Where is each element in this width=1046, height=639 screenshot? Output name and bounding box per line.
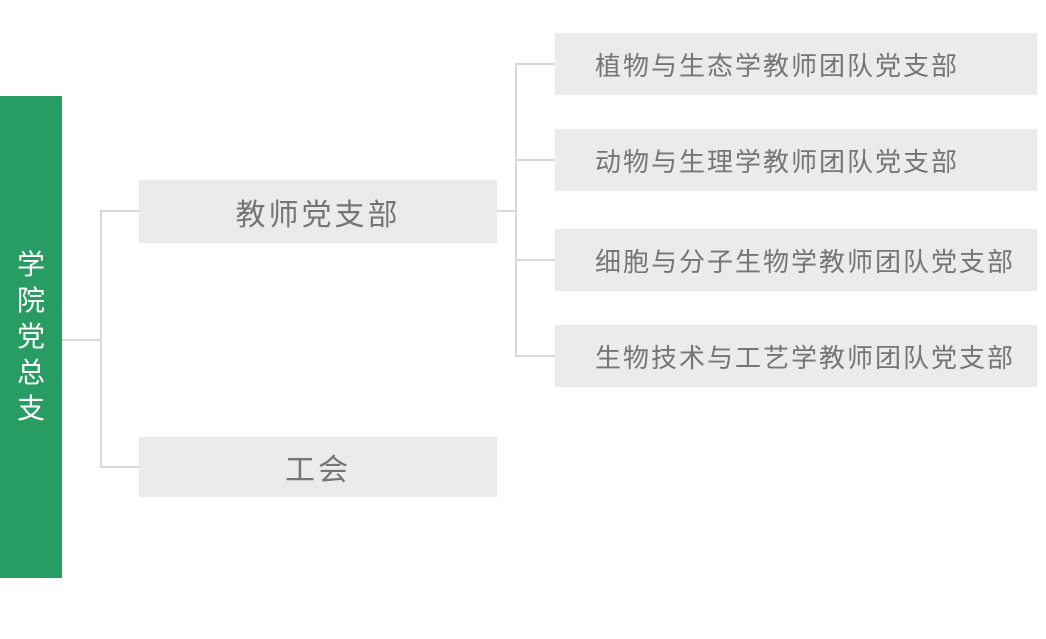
connector-level1-trunk <box>100 210 102 468</box>
org-node-union-label: 工会 <box>285 454 351 487</box>
org-node-root-label: 学院党总支 <box>17 249 46 424</box>
org-node-plant-ecology-label: 植物与生态学教师团队党支部 <box>595 50 960 81</box>
org-node-animal-physiology: 动物与生理学教师团队党支部 <box>555 129 1037 191</box>
connector-leaf2-arm <box>515 159 555 161</box>
connector-union-arm <box>100 466 139 468</box>
org-node-union: 工会 <box>139 437 497 497</box>
org-node-plant-ecology: 植物与生态学教师团队党支部 <box>555 33 1037 95</box>
connector-teachers-out-arm <box>497 210 515 212</box>
org-node-teachers-branch: 教师党支部 <box>139 180 497 243</box>
org-node-biotech-technology-label: 生物技术与工艺学教师团队党支部 <box>595 342 1016 373</box>
org-node-cell-molecular: 细胞与分子生物学教师团队党支部 <box>555 229 1037 291</box>
org-node-cell-molecular-label: 细胞与分子生物学教师团队党支部 <box>595 246 1016 277</box>
org-node-biotech-technology: 生物技术与工艺学教师团队党支部 <box>555 325 1037 387</box>
connector-root-arm <box>62 339 100 341</box>
connector-leaf4-arm <box>515 355 555 357</box>
org-node-teachers-branch-label: 教师党支部 <box>235 198 401 232</box>
org-node-animal-physiology-label: 动物与生理学教师团队党支部 <box>595 146 960 177</box>
connector-level2-trunk <box>515 63 517 357</box>
connector-leaf3-arm <box>515 259 555 261</box>
connector-leaf1-arm <box>515 63 555 65</box>
org-node-root: 学院党总支 <box>0 96 62 578</box>
connector-teachers-arm <box>100 210 139 212</box>
